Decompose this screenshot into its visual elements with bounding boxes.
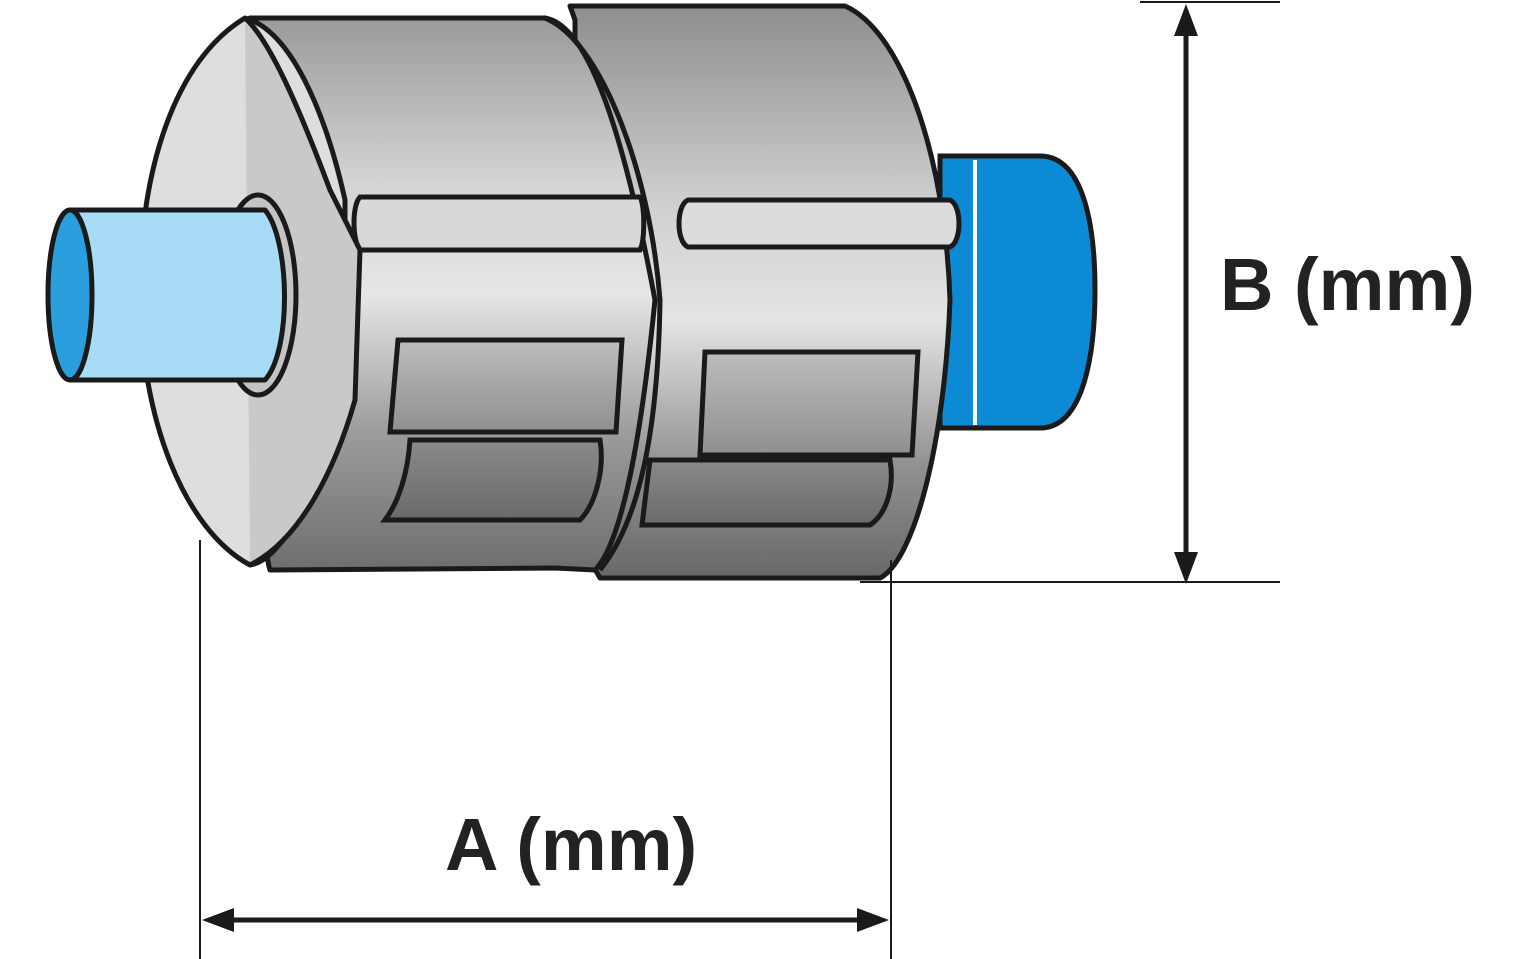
dimension-a-label: A (mm): [445, 803, 697, 886]
dimension-b-label: B (mm): [1220, 243, 1475, 326]
dimension-a: A (mm): [199, 540, 892, 959]
adapter-front-ring: [247, 15, 663, 573]
left-input-shaft: [45, 207, 287, 383]
dimension-b: B (mm): [860, 1, 1475, 584]
right-drive-shaft: [937, 153, 1098, 431]
adapter-rear-ring: [567, 3, 962, 581]
